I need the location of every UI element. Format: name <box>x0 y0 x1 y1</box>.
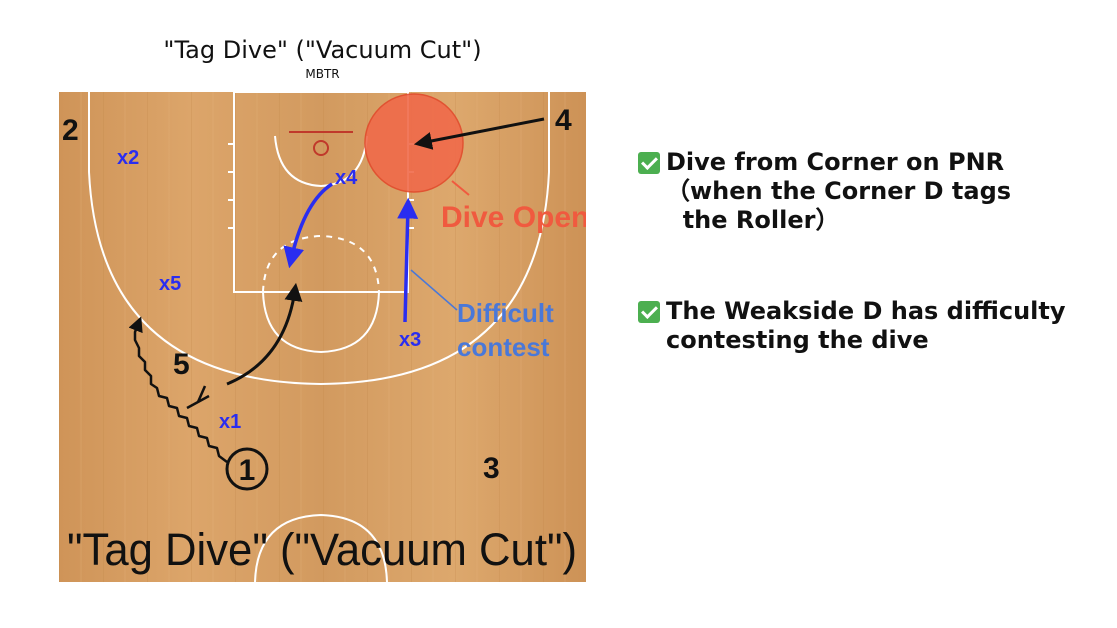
dive-zone-circle <box>364 93 464 193</box>
player-2-label: 2 <box>62 114 79 147</box>
note-text: Dive from Corner on PNR （when the Corner… <box>666 148 1012 234</box>
x4-rotation-arrow <box>283 182 333 269</box>
player-5-label: 5 <box>173 348 190 381</box>
difficult-contest-line1: Difficult <box>457 298 554 328</box>
three-point-arc <box>88 171 550 386</box>
court-diagram: 1 2 3 4 5 x1 x2 x3 x4 x5 Dive Open Diffi… <box>59 92 586 582</box>
defender-x4-label: x4 <box>335 167 358 189</box>
dive-open-pointer <box>451 180 470 196</box>
defender-x1-label: x1 <box>219 411 241 433</box>
restricted-arc <box>274 135 368 188</box>
center-circle <box>254 513 388 582</box>
player-1-label: 1 <box>239 454 256 487</box>
note-item: The Weakside D has difficulty contesting… <box>638 297 1098 355</box>
note-text: The Weakside D has difficulty contesting… <box>666 297 1066 354</box>
dive-open-label: Dive Open <box>441 201 586 234</box>
diagram-title: "Tag Dive" ("Vacuum Cut") <box>163 36 482 64</box>
check-mark-icon <box>638 152 660 174</box>
diagram-subtitle: MBTR <box>305 67 340 81</box>
defender-x5-label: x5 <box>159 273 181 295</box>
difficult-pointer <box>410 269 458 311</box>
defender-x2-label: x2 <box>117 147 139 169</box>
roll-arrow-5 <box>226 282 303 386</box>
court-lines <box>88 92 550 582</box>
free-throw-circle-upper <box>262 234 380 293</box>
check-mark-icon <box>638 301 660 323</box>
x3-contest-arrow <box>397 197 419 323</box>
player-4-label: 4 <box>555 104 572 137</box>
rim <box>313 140 329 156</box>
player-3-label: 3 <box>483 452 500 485</box>
free-throw-circle-lower <box>262 291 380 354</box>
player-1-circle <box>225 447 269 491</box>
dribble-path-1 <box>128 316 228 463</box>
defender-x3-label: x3 <box>399 329 421 351</box>
screen-stem <box>196 385 207 403</box>
notes-list: Dive from Corner on PNR （when the Corner… <box>638 148 1098 355</box>
dive-arrow-4 <box>413 117 545 150</box>
difficult-contest-line2: contest <box>457 332 550 362</box>
court-banner: "Tag Dive" ("Vacuum Cut") <box>67 524 577 575</box>
court-planks <box>59 92 586 582</box>
note-item: Dive from Corner on PNR （when the Corner… <box>638 148 1098 235</box>
